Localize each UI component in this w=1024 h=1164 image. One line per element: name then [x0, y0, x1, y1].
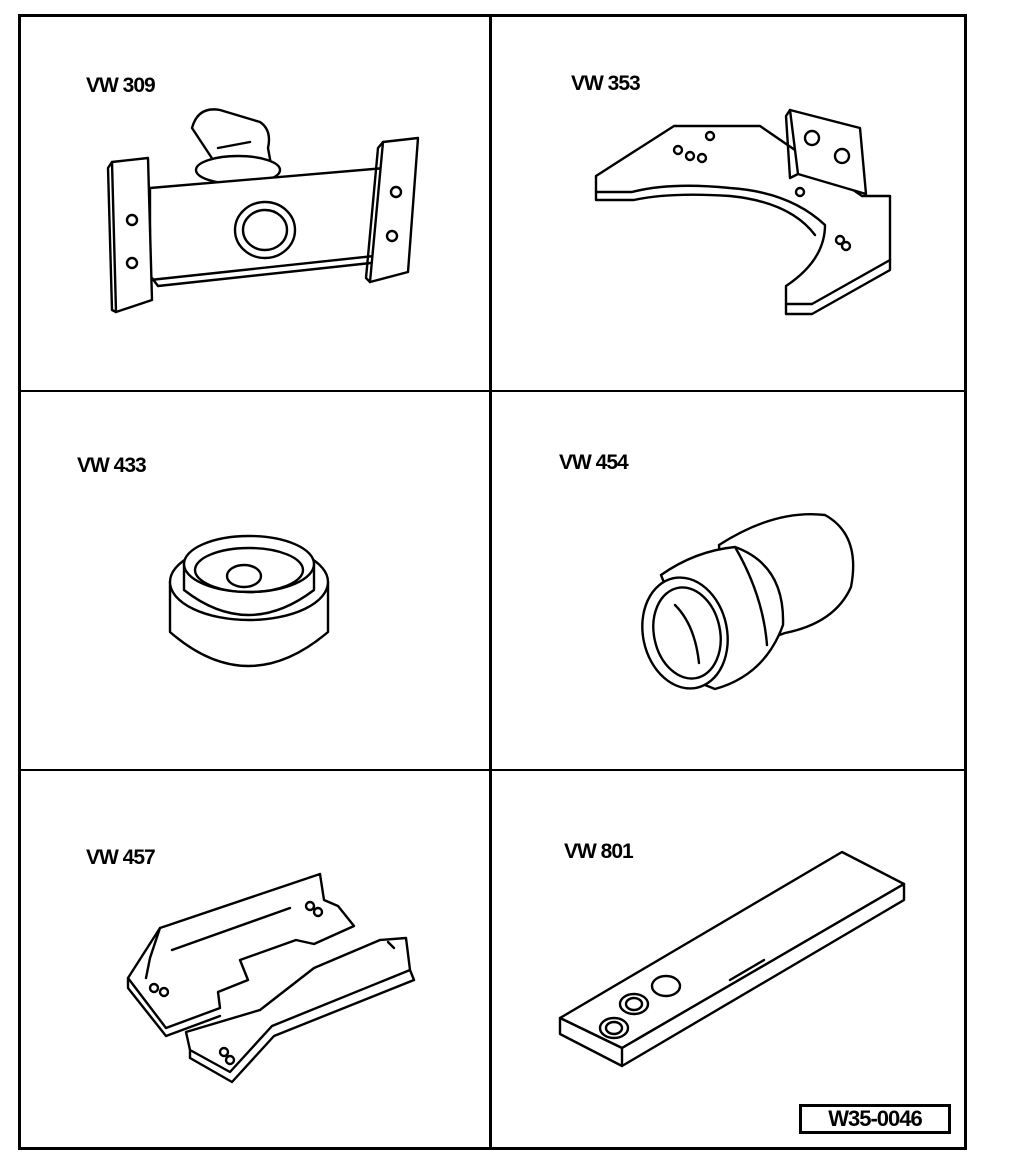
tool-label-vw-309: VW 309 [86, 74, 156, 97]
tool-drawing-vw-433 [160, 520, 340, 680]
tool-drawing-vw-309 [100, 100, 430, 320]
tool-label-vw-801: VW 801 [564, 840, 634, 863]
drawing-frame [18, 14, 967, 1150]
tool-label-vw-353: VW 353 [571, 72, 641, 95]
tool-label-vw-457: VW 457 [86, 846, 156, 869]
tool-label-vw-433: VW 433 [77, 454, 147, 477]
grid-row-divider-1 [18, 390, 967, 392]
tool-drawing-vw-457 [120, 860, 430, 1090]
tool-label-vw-454: VW 454 [559, 451, 629, 474]
tool-drawing-vw-353 [590, 100, 900, 320]
tool-drawing-vw-454 [635, 505, 865, 695]
grid-row-divider-2 [18, 769, 967, 771]
tool-drawing-vw-801 [550, 848, 910, 1068]
grid-vertical-divider [489, 14, 492, 1150]
reference-code-box: W35-0046 [799, 1104, 951, 1134]
